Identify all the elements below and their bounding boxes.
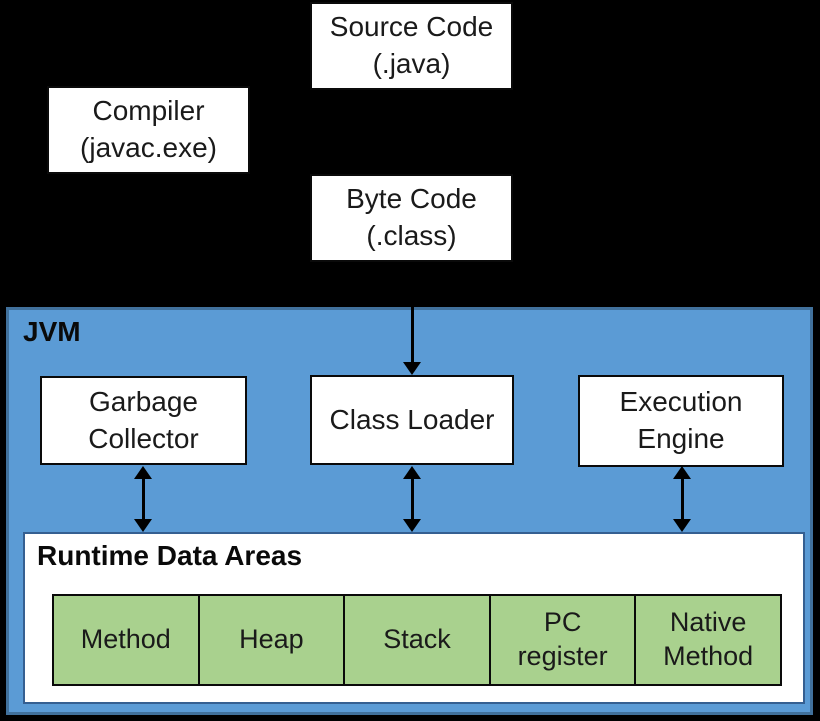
node-byte-code-line1: Byte Code bbox=[346, 183, 477, 215]
node-execution-engine-line2: Engine bbox=[637, 423, 725, 454]
cell-method: Method bbox=[54, 596, 198, 684]
node-source-code-line2: (.java) bbox=[372, 48, 451, 79]
node-compiler-line2: (javac.exe) bbox=[80, 132, 217, 163]
cell-stack: Stack bbox=[343, 596, 489, 684]
arrow-shaft bbox=[680, 479, 684, 519]
node-garbage-collector: Garbage Collector bbox=[40, 376, 247, 465]
cell-heap: Heap bbox=[197, 596, 344, 684]
node-source-code-line1: Source Code bbox=[329, 11, 494, 43]
node-class-loader-label: Class Loader bbox=[329, 403, 495, 435]
arrow-down-icon bbox=[403, 362, 421, 375]
cell-native-method: Native Method bbox=[634, 596, 780, 684]
arrow-shaft bbox=[410, 262, 414, 362]
arrow-execution-engine-runtime bbox=[673, 466, 691, 532]
arrow-up-icon bbox=[134, 466, 152, 479]
node-execution-engine-line1: Execution bbox=[619, 386, 743, 418]
arrow-up-icon bbox=[673, 466, 691, 479]
cell-pc-register: PC register bbox=[488, 596, 635, 684]
arrow-down-icon bbox=[403, 519, 421, 532]
node-byte-code-line2: (.class) bbox=[366, 220, 457, 251]
arrow-shaft bbox=[410, 479, 414, 519]
arrow-byte-code-to-class-loader bbox=[403, 262, 421, 375]
node-compiler-line1: Compiler bbox=[92, 95, 205, 127]
runtime-data-areas-title: Runtime Data Areas bbox=[37, 540, 303, 571]
node-byte-code: Byte Code (.class) bbox=[310, 174, 513, 262]
arrow-class-loader-runtime bbox=[403, 466, 421, 532]
node-source-code: Source Code (.java) bbox=[310, 2, 513, 90]
jvm-label: JVM bbox=[23, 316, 81, 347]
arrow-down-icon bbox=[673, 519, 691, 532]
arrow-shaft bbox=[141, 479, 145, 519]
node-class-loader: Class Loader bbox=[310, 375, 514, 465]
runtime-data-areas-panel: Runtime Data Areas Method Heap Stack PC … bbox=[23, 532, 805, 704]
node-garbage-collector-line1: Garbage bbox=[89, 385, 198, 417]
node-execution-engine: Execution Engine bbox=[578, 375, 784, 467]
arrow-down-icon bbox=[134, 519, 152, 532]
arrow-garbage-collector-runtime bbox=[134, 466, 152, 532]
node-compiler: Compiler (javac.exe) bbox=[47, 86, 250, 174]
runtime-cells-row: Method Heap Stack PC register Native Met… bbox=[52, 594, 782, 686]
arrow-up-icon bbox=[403, 466, 421, 479]
node-garbage-collector-line2: Collector bbox=[88, 422, 199, 454]
